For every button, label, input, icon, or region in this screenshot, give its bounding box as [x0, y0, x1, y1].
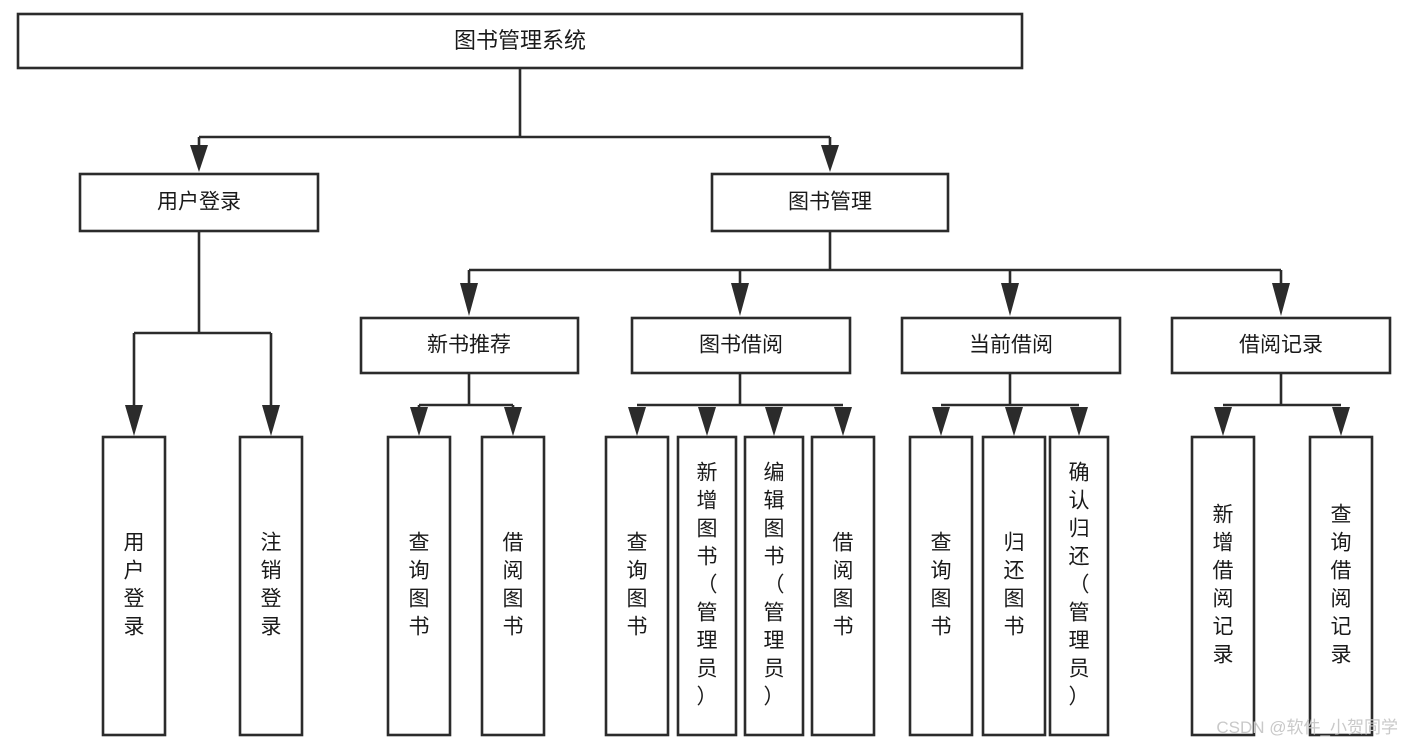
node-leaf-query-book-1[interactable]: 查询图书 [386, 435, 452, 737]
leaf-add-record-box[interactable] [1190, 435, 1256, 737]
leaf-user-logout-label: 注销登录 [261, 532, 282, 639]
node-leaf-user-login[interactable]: 用户登录 [101, 435, 167, 737]
leaf-add-book-label: 新增图书（管理员） [697, 462, 718, 709]
node-borrow-record[interactable]: 借阅记录 [1170, 316, 1392, 375]
leaf-confirm-return-box[interactable] [1048, 435, 1110, 737]
leaf-borrow-book-1-label: 借阅图书 [503, 532, 524, 639]
book-manage-label: 图书管理 [788, 191, 872, 214]
node-leaf-return-book[interactable]: 归还图书 [981, 435, 1047, 737]
book-borrow-label: 图书借阅 [699, 334, 783, 357]
arrow-new-book-rec [460, 283, 478, 316]
leaf-add-book-box[interactable] [676, 435, 738, 737]
borrow-record-label: 借阅记录 [1239, 334, 1323, 357]
leaf-edit-book-box[interactable] [743, 435, 805, 737]
current-borrow-label: 当前借阅 [969, 334, 1053, 357]
arrow-leaf-borrow-book-1 [504, 407, 522, 436]
leaf-confirm-return-label: 确认归还（管理员） [1069, 462, 1090, 709]
leaf-query-book-2-label: 查询图书 [627, 532, 648, 639]
node-leaf-user-logout[interactable]: 注销登录 [238, 435, 304, 737]
current-borrow-box[interactable] [900, 316, 1122, 375]
arrow-leaf-return-book [1005, 407, 1023, 436]
leaf-return-book-label: 归还图书 [1004, 532, 1025, 639]
leaf-user-login-box[interactable] [101, 435, 167, 737]
node-current-borrow[interactable]: 当前借阅 [900, 316, 1122, 375]
book-manage-box[interactable] [710, 172, 950, 233]
leaf-return-book-box[interactable] [981, 435, 1047, 737]
leaf-query-record-label: 查询借阅记录 [1331, 504, 1352, 667]
leaf-query-book-3-label: 查询图书 [931, 532, 952, 639]
leaf-borrow-book-1-box[interactable] [480, 435, 546, 737]
arrow-borrow-record [1272, 283, 1290, 316]
root-box[interactable] [16, 12, 1024, 70]
node-leaf-borrow-book-1[interactable]: 借阅图书 [480, 435, 546, 737]
node-new-book-rec[interactable]: 新书推荐 [359, 316, 580, 375]
arrow-leaf-query-book-2 [628, 407, 646, 436]
leaf-query-book-3-box[interactable] [908, 435, 974, 737]
leaf-borrow-book-2-label: 借阅图书 [833, 532, 854, 639]
node-leaf-query-book-3[interactable]: 查询图书 [908, 435, 974, 737]
arrow-book-borrow [731, 283, 749, 316]
node-leaf-edit-book[interactable]: 编辑图书（管理员） [743, 435, 805, 737]
connector-group-bookmanage-to-level3 [460, 231, 1290, 316]
new-book-rec-box[interactable] [359, 316, 580, 375]
arrow-leaf-add-book [698, 407, 716, 436]
leaf-query-record-box[interactable] [1308, 435, 1374, 737]
new-book-rec-label: 新书推荐 [427, 334, 511, 357]
node-leaf-query-book-2[interactable]: 查询图书 [604, 435, 670, 737]
arrow-leaf-borrow-book-2 [834, 407, 852, 436]
node-root-book-management-system[interactable]: 图书管理系统 [16, 12, 1024, 70]
node-leaf-add-record[interactable]: 新增借阅记录 [1190, 435, 1256, 737]
connector-group-currentborrow-leaves [932, 373, 1088, 436]
user-login-label: 用户登录 [157, 191, 241, 214]
node-leaf-query-record[interactable]: 查询借阅记录 [1308, 435, 1374, 737]
leaf-add-record-label: 新增借阅记录 [1213, 504, 1234, 667]
arrow-user-login [190, 145, 208, 172]
node-leaf-add-book[interactable]: 新增图书（管理员） [676, 435, 738, 737]
arrow-book-manage [821, 145, 839, 172]
leaf-user-login-label: 用户登录 [124, 532, 145, 639]
arrow-current-borrow [1001, 283, 1019, 316]
leaf-user-logout-box[interactable] [238, 435, 304, 737]
connector-group-borrowrecord-leaves [1214, 373, 1350, 436]
arrow-leaf-user-logout [262, 405, 280, 436]
arrow-leaf-edit-book [765, 407, 783, 436]
node-user-login[interactable]: 用户登录 [78, 172, 320, 233]
user-login-box[interactable] [78, 172, 320, 233]
arrow-leaf-query-book-1 [410, 407, 428, 436]
leaf-query-book-1-label: 查询图书 [409, 532, 430, 639]
csdn-watermark: CSDN @软件_小贺同学 [1216, 718, 1398, 737]
node-leaf-borrow-book-2[interactable]: 借阅图书 [810, 435, 876, 737]
arrow-leaf-add-record [1214, 407, 1232, 436]
connector-group-userlogin-leaves [125, 231, 280, 436]
arrow-leaf-query-book-3 [932, 407, 950, 436]
node-book-borrow[interactable]: 图书借阅 [630, 316, 852, 375]
root-label: 图书管理系统 [454, 28, 586, 53]
node-book-manage[interactable]: 图书管理 [710, 172, 950, 233]
connector-group-root-to-level2 [190, 68, 839, 172]
leaf-query-book-1-box[interactable] [386, 435, 452, 737]
borrow-record-box[interactable] [1170, 316, 1392, 375]
connector-group-newbookrec-leaves [410, 373, 522, 436]
arrow-leaf-query-record [1332, 407, 1350, 436]
leaf-query-book-2-box[interactable] [604, 435, 670, 737]
arrow-leaf-user-login [125, 405, 143, 436]
leaf-edit-book-label: 编辑图书（管理员） [764, 462, 785, 709]
leaf-borrow-book-2-box[interactable] [810, 435, 876, 737]
arrow-leaf-confirm-return [1070, 407, 1088, 436]
connector-group-bookborrow-leaves [628, 373, 852, 436]
node-leaf-confirm-return[interactable]: 确认归还（管理员） [1048, 435, 1110, 737]
book-borrow-box[interactable] [630, 316, 852, 375]
